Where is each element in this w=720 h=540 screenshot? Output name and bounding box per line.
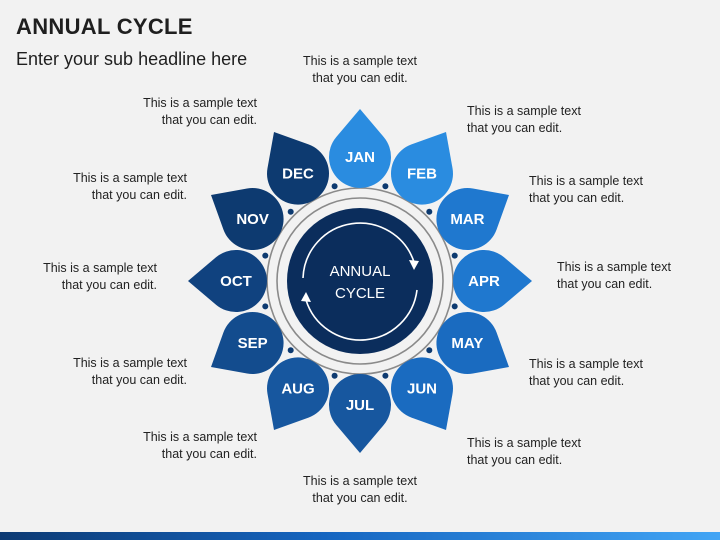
inner-ring <box>276 197 444 365</box>
caption-line: This is a sample text <box>529 174 643 188</box>
month-label-feb: FEB <box>407 166 437 183</box>
caption-line: that you can edit. <box>91 373 187 387</box>
connector-dot <box>262 303 269 310</box>
petal-jun <box>390 357 453 430</box>
caption-line: that you can edit. <box>161 447 257 461</box>
caption-line: This is a sample text <box>303 54 417 68</box>
petal-jan <box>329 109 392 188</box>
month-label-nov: NOV <box>236 211 269 228</box>
caption-line: This is a sample text <box>143 430 257 444</box>
connector-dot <box>287 208 294 215</box>
caption-line: This is a sample text <box>43 261 157 275</box>
petal-feb <box>390 132 453 205</box>
caption-oct: This is a sample text that you can edit. <box>7 260 157 294</box>
caption-line: that you can edit. <box>161 113 257 127</box>
connector-dot <box>382 183 389 190</box>
caption-line: This is a sample text <box>73 356 187 370</box>
caption-line: that you can edit. <box>312 71 408 85</box>
connector-dot <box>382 372 389 379</box>
caption-line: that you can edit. <box>91 188 187 202</box>
caption-jan: This is a sample text that you can edit. <box>285 53 435 87</box>
month-label-apr: APR <box>468 273 500 290</box>
caption-line: that you can edit. <box>529 374 625 388</box>
petal-jul <box>329 374 392 453</box>
petal-sep <box>211 311 284 374</box>
petal-oct <box>188 250 267 312</box>
connector-dot <box>331 183 338 190</box>
petal-dec <box>267 132 330 205</box>
connector-dot <box>426 208 433 215</box>
month-label-oct: OCT <box>220 273 252 290</box>
caption-sep: This is a sample text that you can edit. <box>37 355 187 389</box>
connector-dot <box>426 347 433 354</box>
caption-dec: This is a sample text that you can edit. <box>107 95 257 129</box>
caption-line: This is a sample text <box>467 104 581 118</box>
petal-may <box>436 311 509 374</box>
caption-line: that you can edit. <box>557 277 653 291</box>
connector-dot <box>451 303 458 310</box>
caption-line: This is a sample text <box>143 96 257 110</box>
center-label-line1: ANNUAL <box>330 263 391 280</box>
connector-dot <box>287 347 294 354</box>
caption-may: This is a sample text that you can edit. <box>529 356 679 390</box>
month-label-sep: SEP <box>238 335 268 352</box>
petal-mar <box>436 188 509 251</box>
caption-line: that you can edit. <box>61 278 157 292</box>
caption-jul: This is a sample text that you can edit. <box>285 473 435 507</box>
outer-ring <box>266 187 454 375</box>
page-title: ANNUAL CYCLE <box>16 14 193 39</box>
caption-line: This is a sample text <box>73 171 187 185</box>
caption-line: This is a sample text <box>303 474 417 488</box>
petal-nov <box>211 188 284 251</box>
caption-nov: This is a sample text that you can edit. <box>37 170 187 204</box>
connector-dot <box>262 252 269 259</box>
petal-apr <box>453 250 532 313</box>
caption-line: that you can edit. <box>312 491 408 505</box>
caption-line: that you can edit. <box>467 453 563 467</box>
caption-feb: This is a sample text that you can edit. <box>467 103 617 137</box>
month-label-jun: JUN <box>407 380 437 397</box>
page-subtitle: Enter your sub headline here <box>16 49 248 69</box>
caption-aug: This is a sample text that you can edit. <box>107 429 257 463</box>
month-label-dec: DEC <box>282 166 314 183</box>
cycle-arrows <box>301 222 419 341</box>
caption-line: that you can edit. <box>467 121 563 135</box>
center-circle <box>287 208 433 354</box>
month-label-may: MAY <box>451 335 483 352</box>
caption-line: This is a sample text <box>557 260 671 274</box>
caption-mar: This is a sample text that you can edit. <box>529 173 679 207</box>
caption-line: This is a sample text <box>529 357 643 371</box>
connector-dot <box>331 372 338 379</box>
center-label-line2: CYCLE <box>335 285 385 302</box>
caption-apr: This is a sample text that you can edit. <box>557 259 707 293</box>
footer-bar <box>0 532 720 540</box>
caption-line: This is a sample text <box>467 436 581 450</box>
caption-jun: This is a sample text that you can edit. <box>467 435 617 469</box>
petal-aug <box>267 357 330 430</box>
month-label-jul: JUL <box>346 397 374 414</box>
caption-line: that you can edit. <box>529 191 625 205</box>
connector-dot <box>451 252 458 259</box>
month-label-aug: AUG <box>281 380 314 397</box>
month-label-mar: MAR <box>450 211 484 228</box>
month-label-jan: JAN <box>345 149 375 166</box>
